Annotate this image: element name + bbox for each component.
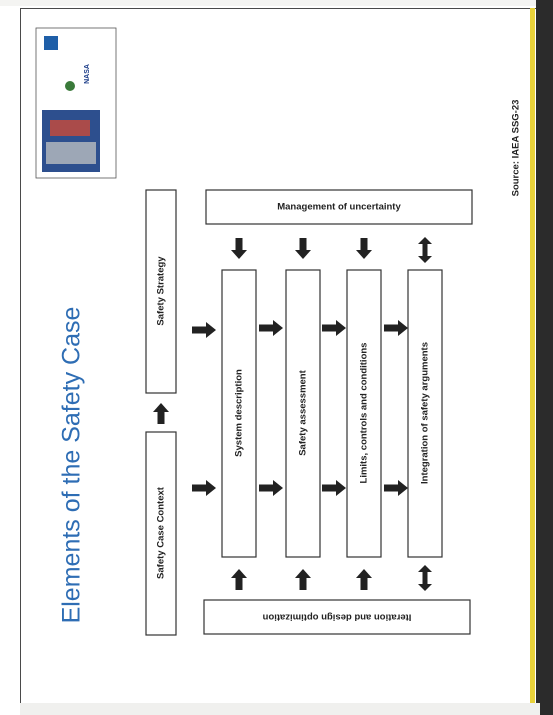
cover-image-band-2	[46, 142, 96, 164]
label-system-description: System description	[234, 369, 245, 457]
arrow-iteration-to-assessment	[295, 569, 311, 590]
arrow-limits-to-integration-lower	[384, 480, 408, 496]
box-iteration-design-optimization: Iteration and design optimization	[203, 599, 471, 635]
org-logo-dot	[65, 81, 75, 91]
arrow-uncertainty-integration-double	[418, 237, 432, 263]
arrow-iteration-to-system	[231, 569, 247, 590]
arrow-uncertainty-to-assessment	[295, 238, 311, 259]
arrow-context-to-system	[192, 480, 216, 496]
label-safety-case-context: Safety Case Context	[156, 486, 167, 579]
box-safety-strategy: Safety Strategy	[145, 189, 177, 394]
source-caption: Source: IAEA SSG-23	[511, 100, 522, 197]
cover-image-band	[50, 120, 90, 136]
dark-scan-edge	[536, 0, 553, 715]
box-system-description: System description	[221, 269, 257, 558]
arrow-context-to-strategy	[153, 403, 169, 424]
org-logo-icon	[44, 36, 58, 50]
label-safety-strategy: Safety Strategy	[156, 256, 167, 326]
arrow-system-to-assessment-lower	[259, 480, 283, 496]
box-safety-assessment: Safety assessment	[285, 269, 321, 558]
arrow-uncertainty-to-limits	[356, 238, 372, 259]
box-integration-safety-arguments: Integration of safety arguments	[407, 269, 443, 558]
scan-edge-top	[0, 0, 553, 6]
label-management-of-uncertainty: Management of uncertainty	[277, 202, 401, 213]
nasa-logo-text: NASA	[84, 64, 91, 84]
arrow-uncertainty-to-system	[231, 238, 247, 259]
yellow-edge-bar	[530, 8, 535, 704]
logo-block: NASA	[35, 27, 117, 179]
label-safety-assessment: Safety assessment	[298, 369, 309, 455]
arrow-limits-to-integration-upper	[384, 320, 408, 336]
box-limits-controls-conditions: Limits, controls and conditions	[346, 269, 382, 558]
arrow-assessment-to-limits-upper	[322, 320, 346, 336]
arrow-iteration-integration-double	[418, 565, 432, 591]
bottom-scan-strip	[20, 703, 540, 715]
arrow-system-to-assessment-upper	[259, 320, 283, 336]
label-iteration-design-optimization: Iteration and design optimization	[262, 611, 411, 622]
box-safety-case-context: Safety Case Context	[145, 431, 177, 636]
arrow-iteration-to-limits	[356, 569, 372, 590]
slide-title: Elements of the Safety Case	[58, 307, 86, 624]
arrow-assessment-to-limits-lower	[322, 480, 346, 496]
arrow-strategy-to-system	[192, 322, 216, 338]
label-limits-controls-conditions: Limits, controls and conditions	[359, 343, 370, 484]
label-integration-safety-arguments: Integration of safety arguments	[420, 342, 431, 484]
box-management-of-uncertainty: Management of uncertainty	[205, 189, 473, 225]
